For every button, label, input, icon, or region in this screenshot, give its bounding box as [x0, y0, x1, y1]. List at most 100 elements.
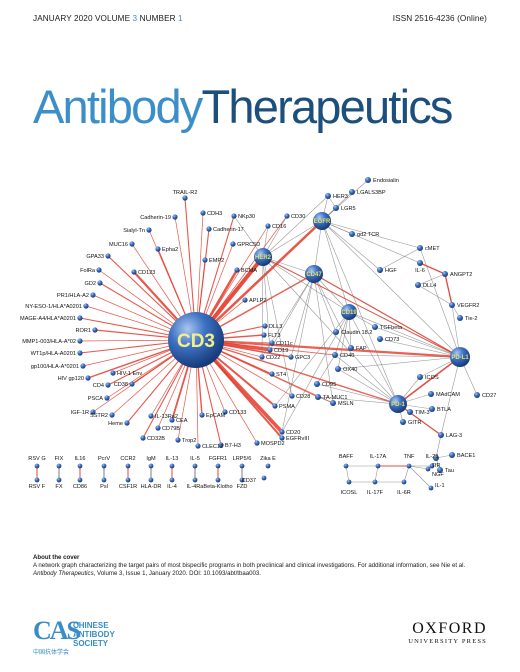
- edge-cd47-pdl1: [313, 273, 461, 358]
- node-mmp1-003-hla-a-02: [77, 338, 83, 344]
- node-cd38: [129, 381, 135, 387]
- node-angpt2: [442, 271, 448, 277]
- label-aplp2: APLP2: [249, 298, 266, 304]
- node-btla: [429, 406, 435, 412]
- edge-pd1-o-ta-muc1: [317, 396, 399, 405]
- edge-her2-pdl1: [262, 256, 461, 358]
- label-gp100-hla-a-0201: gp100/HLA-A*0201: [31, 364, 79, 370]
- node-pb-3: [101, 477, 107, 483]
- edge-o-il-6-o-angpt2: [419, 262, 446, 275]
- label-cd22: CD22: [266, 355, 280, 361]
- label-cd20: CD20: [286, 430, 300, 436]
- node-pa-1: [56, 463, 62, 469]
- node-madcam: [428, 391, 434, 397]
- label-lgr5: LGR5: [341, 206, 356, 212]
- label-gitr: GITR: [408, 420, 421, 426]
- node-pb-2: [77, 477, 83, 483]
- publisher-name: OXFORD: [412, 620, 487, 637]
- label-bcma: BCMA: [241, 268, 257, 274]
- edge-pdl1-o-ox40: [337, 356, 461, 370]
- node-psca: [104, 395, 110, 401]
- pair-bottom-cd86: CD86: [73, 484, 87, 490]
- edge-o-cd40-o-cd95: [316, 354, 336, 385]
- hub-label-cd47: CD47: [306, 272, 322, 278]
- node-igf-1r: [90, 409, 96, 415]
- label-bace1: BACE1: [457, 453, 475, 459]
- node-msln: [330, 400, 336, 406]
- label-lgals3bp: LGALS3BP: [357, 190, 386, 196]
- pair-top-rsv-g: RSV G: [28, 456, 45, 462]
- cluster-il-1: IL-1: [435, 483, 445, 489]
- edge-her2-t-cd28: [262, 256, 293, 397]
- node-pa-7: [192, 463, 198, 469]
- node-cd27: [474, 392, 480, 398]
- node-c-8: [428, 485, 434, 491]
- node-b7-h3: [218, 442, 224, 448]
- node-lgr5: [333, 205, 339, 211]
- edge-cd47-t-cd20: [281, 273, 315, 433]
- edge-cd19h-t-cd20: [281, 311, 350, 433]
- label-egfrviii: EGFRvIII: [286, 436, 309, 442]
- label-tau: Tau: [445, 468, 454, 474]
- edge-pdl1-o-cmet: [419, 247, 461, 358]
- node-pr1-hla-a2: [90, 292, 96, 298]
- node-bace1: [449, 452, 455, 458]
- node-il-13ra2: [148, 413, 154, 419]
- label-cd79b: CD79B: [162, 426, 180, 432]
- node-c-5: [401, 479, 407, 485]
- pair-bottom-il-4: IL-4: [167, 484, 177, 490]
- label-gpc3: GPC3: [295, 355, 310, 361]
- node-gprc5d: [230, 241, 236, 247]
- label-cd32b: CD32B: [147, 436, 165, 442]
- hub-label-pd-1: PD-1: [391, 402, 405, 408]
- title-part-2: Therapeutics: [201, 80, 454, 133]
- label-lag-3: LAG-3: [446, 433, 462, 439]
- label-cd11c: CD11c: [276, 341, 293, 347]
- node-cd28: [289, 393, 295, 399]
- node-pb-8: [215, 477, 221, 483]
- label-tim-3: TIM-3: [415, 410, 430, 416]
- node-psma: [272, 403, 278, 409]
- pair-bottom-hla-dr: HLA-DR: [141, 484, 162, 490]
- label-pr1-hla-a2: PR1/HLA-A2: [57, 293, 89, 299]
- pair-top-il16: IL16: [75, 456, 86, 462]
- cluster-icosl: ICOSL: [341, 490, 358, 496]
- cluster-tnf: TNF: [404, 454, 415, 460]
- node-cd20: [279, 429, 285, 435]
- network-graph: TRAIL-R2CDH3Cadherin-19Cadherin-17Sialyl…: [20, 177, 496, 496]
- node-muc16: [129, 241, 135, 247]
- edge-c-4-c-5: [403, 465, 410, 483]
- node-egfrviii: [279, 435, 285, 441]
- node-cd19: [267, 347, 273, 353]
- node-gd2: [97, 280, 103, 286]
- cluster-il-17f: IL-17F: [367, 490, 384, 496]
- edge-c-4-c-7: [408, 465, 429, 470]
- node-mage-a4-hla-a0201: [77, 315, 83, 321]
- node-cadherin-17: [206, 226, 212, 232]
- label-muc16: MUC16: [109, 242, 128, 248]
- pair-bottom-psl: Psl: [100, 484, 108, 490]
- edge-cd19h-pdl1: [348, 311, 461, 358]
- label-cd95: CD95: [322, 382, 336, 388]
- label-ta-muc1: TA-MUC1: [323, 395, 347, 401]
- node-cd22: [259, 354, 265, 360]
- label-cd30: CD30: [291, 214, 305, 220]
- label-psma: PSMA: [279, 404, 295, 410]
- node-cd79b: [155, 425, 161, 431]
- node-s-1: [261, 475, 267, 481]
- label-fap: FAP: [356, 346, 367, 352]
- issn: ISSN 2516-4236 (Online): [392, 14, 487, 23]
- about-cover: About the cover A network graph characte…: [33, 554, 493, 579]
- label-cd73: CD73: [385, 337, 399, 343]
- node-her3: [325, 193, 331, 199]
- node-cd133: [222, 409, 228, 415]
- edge-her2-cd19h: [262, 256, 350, 313]
- label-dll4: DLL4: [423, 283, 436, 289]
- node-pa-4: [125, 463, 131, 469]
- pair-bottom-csf1r: CSF1R: [119, 484, 137, 490]
- edge-o-dll4-o-vegfr2: [417, 284, 453, 306]
- node-epha2: [155, 246, 161, 252]
- node-mospd2: [254, 440, 260, 446]
- label-mage-a4-hla-a0201: MAGE-A4/HLA*A0201: [20, 316, 76, 322]
- edge-cd3-pdl1: [195, 338, 461, 359]
